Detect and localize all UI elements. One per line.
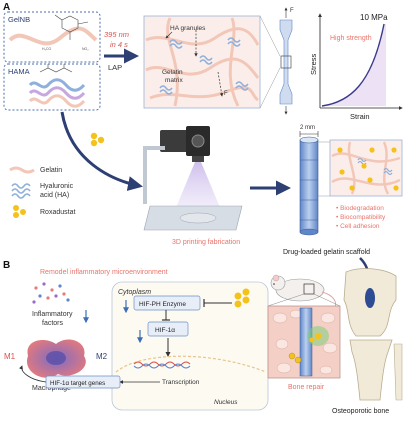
- scale-bar-label: 2 mm: [300, 125, 315, 131]
- panel-b-letter: B: [3, 260, 10, 271]
- osteoporotic-bone-label: Osteoporotic bone: [332, 408, 389, 415]
- cell-diagram: Cytoplasm HIF-PH Enzyme HIF-1α Transcrip…: [111, 281, 269, 411]
- svg-text:NO₂: NO₂: [82, 47, 89, 51]
- macrophage-label: Macrophage: [32, 385, 71, 392]
- hama-molecule: [39, 64, 73, 73]
- legend-roxadustat: Roxadustat: [40, 209, 75, 216]
- to-printer-arrow: [60, 111, 143, 191]
- force-top-label: F: [290, 8, 294, 14]
- uv-wavelength: 395 nm: [104, 30, 129, 39]
- hif-ph-box: [133, 295, 201, 311]
- 3d-printer: [143, 126, 243, 231]
- hama-box: HAMA: [3, 63, 101, 111]
- printing-caption: 3D printing fabrication: [172, 239, 240, 246]
- target-genes-label: HIF-1α target genes: [50, 380, 105, 387]
- bone-repair-box: [267, 293, 341, 379]
- hama-helix: [28, 78, 86, 108]
- cytoplasm-label: Cytoplasm: [118, 289, 151, 296]
- property-biocompatibility: • Biocompatibility: [336, 214, 386, 221]
- gelnb-molecule: [54, 14, 89, 40]
- hama-label: HAMA: [8, 67, 30, 76]
- bone-repair-label: Bone repair: [288, 384, 325, 391]
- hydrogel-network-box: HA granules Gelatin matrix F: [143, 15, 261, 109]
- stress-value: 10 MPa: [360, 13, 388, 22]
- scaffold-caption: Drug-loaded gelatin scaffold: [283, 249, 370, 256]
- m1-label: M1: [4, 352, 16, 361]
- gelnb-label: GelNB: [8, 15, 30, 24]
- materials-legend: Gelatin Hyaluronic acid (HA) Roxadustat: [9, 132, 105, 218]
- ha-granules-glyphs: [159, 37, 249, 95]
- force-label-inner: F: [224, 91, 228, 97]
- nucleus-membrane: [115, 355, 267, 373]
- transcription-label: Transcription: [162, 379, 200, 386]
- hif1a-label: HIF-1α: [155, 327, 175, 334]
- gelatin-matrix-label-2: matrix: [165, 77, 183, 84]
- high-strength-label: High strength: [330, 35, 372, 42]
- scaffold: 2 mm: [299, 125, 330, 236]
- inflammatory-factors-dots: [32, 282, 70, 304]
- legend-gelatin: Gelatin: [40, 167, 62, 174]
- ha-granules-label: HA granules: [170, 25, 206, 32]
- stress-axis-label: Stress: [309, 53, 318, 75]
- strain-axis-label: Strain: [350, 112, 370, 121]
- svg-text:H₃CO: H₃CO: [42, 47, 51, 51]
- hif1a-box: [147, 321, 189, 337]
- initiator-label: LAP: [108, 63, 122, 72]
- scaffold-zoom-box: [329, 139, 403, 197]
- mouse-illustration: [270, 274, 337, 313]
- gelatin-matrix-label-1: Gelatin: [162, 69, 183, 76]
- osteoporotic-bone-illustration: [343, 268, 403, 401]
- drug-particles-in-scaffold: [337, 147, 399, 191]
- stress-strain-plot: 10 MPa High strength Stress Strain: [309, 13, 403, 121]
- gelatin-legend-icon: [9, 166, 35, 174]
- roxadustat-cluster: [234, 288, 250, 308]
- drug-cluster-icon: [90, 132, 105, 147]
- inflammatory-factors-label-1: Inflammatory: [32, 311, 73, 318]
- nucleus-label: Nucleus: [214, 399, 238, 406]
- tensile-specimen: F: [259, 7, 294, 115]
- gelnb-box: GelNB H₃CO NO₂: [3, 11, 101, 63]
- property-biodegradation: • Biodegradation: [336, 205, 384, 212]
- legend-ha-2: acid (HA): [40, 192, 69, 199]
- property-cell-adhesion: • Cell adhesion: [336, 223, 380, 230]
- uv-time: in 4 s: [110, 40, 128, 49]
- m2-label: M2: [96, 352, 108, 361]
- dna-strand: [133, 361, 191, 367]
- roxadustat-legend-icon: [13, 205, 26, 218]
- stress-strain-curve: [321, 23, 385, 107]
- ha-legend-icon: [11, 183, 31, 199]
- panel-a-letter: A: [3, 2, 10, 13]
- gelnb-chain: [8, 26, 98, 46]
- panel-b-title: Remodel inflammatory microenvironment: [40, 269, 168, 276]
- inflammatory-factors-label-2: factors: [42, 320, 64, 327]
- hif-ph-label: HIF-PH Enzyme: [139, 301, 186, 308]
- legend-ha-1: Hyaluronic: [40, 183, 74, 190]
